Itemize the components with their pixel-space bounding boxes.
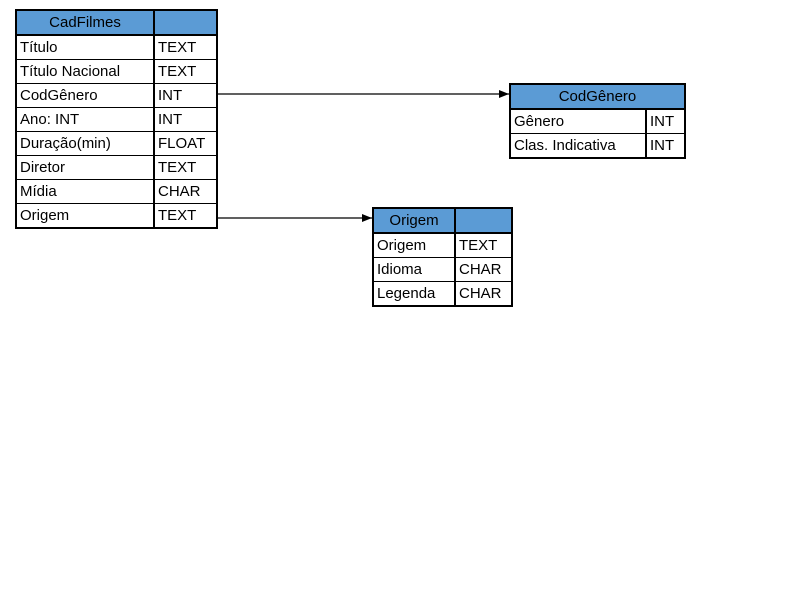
table-row: Clas. Indicativa INT <box>509 133 686 159</box>
field-type: CHAR <box>454 281 513 307</box>
field-name: Clas. Indicativa <box>509 133 647 159</box>
field-type: INT <box>153 107 218 132</box>
table-cadfilmes: CadFilmes Título TEXT Título Nacional TE… <box>15 9 218 229</box>
table-header-type <box>454 207 513 234</box>
table-title: CadFilmes <box>15 9 155 36</box>
table-row: Legenda CHAR <box>372 281 513 307</box>
field-name: Origem <box>15 203 155 229</box>
field-type: INT <box>645 108 686 134</box>
field-name: Título <box>15 34 155 60</box>
table-origem: Origem Origem TEXT Idioma CHAR Legenda C… <box>372 207 513 307</box>
field-type: TEXT <box>153 59 218 84</box>
table-header-type <box>153 9 218 36</box>
field-name: Duração(min) <box>15 131 155 156</box>
field-type: FLOAT <box>153 131 218 156</box>
table-title: CodGênero <box>509 83 686 110</box>
field-name: Mídia <box>15 179 155 204</box>
field-type: TEXT <box>153 155 218 180</box>
field-name: Idioma <box>372 257 456 282</box>
table-row: CodGênero INT <box>15 83 218 108</box>
table-header-row: Origem <box>372 207 513 234</box>
field-name: Título Nacional <box>15 59 155 84</box>
table-row: Ano: INT INT <box>15 107 218 132</box>
table-row: Duração(min) FLOAT <box>15 131 218 156</box>
table-row: Gênero INT <box>509 108 686 134</box>
table-title: Origem <box>372 207 456 234</box>
table-header-row: CadFilmes <box>15 9 218 36</box>
table-row: Origem TEXT <box>15 203 218 229</box>
field-type: INT <box>153 83 218 108</box>
field-type: CHAR <box>153 179 218 204</box>
table-row: Idioma CHAR <box>372 257 513 282</box>
field-name: Origem <box>372 232 456 258</box>
field-type: TEXT <box>153 203 218 229</box>
table-row: Título TEXT <box>15 34 218 60</box>
table-header-row: CodGênero <box>509 83 686 110</box>
field-name: Ano: INT <box>15 107 155 132</box>
table-row: Origem TEXT <box>372 232 513 258</box>
table-row: Mídia CHAR <box>15 179 218 204</box>
field-type: TEXT <box>454 232 513 258</box>
field-type: TEXT <box>153 34 218 60</box>
field-name: CodGênero <box>15 83 155 108</box>
field-name: Legenda <box>372 281 456 307</box>
table-codgenero: CodGênero Gênero INT Clas. Indicativa IN… <box>509 83 686 159</box>
table-row: Diretor TEXT <box>15 155 218 180</box>
field-name: Gênero <box>509 108 647 134</box>
table-row: Título Nacional TEXT <box>15 59 218 84</box>
field-type: INT <box>645 133 686 159</box>
field-name: Diretor <box>15 155 155 180</box>
field-type: CHAR <box>454 257 513 282</box>
